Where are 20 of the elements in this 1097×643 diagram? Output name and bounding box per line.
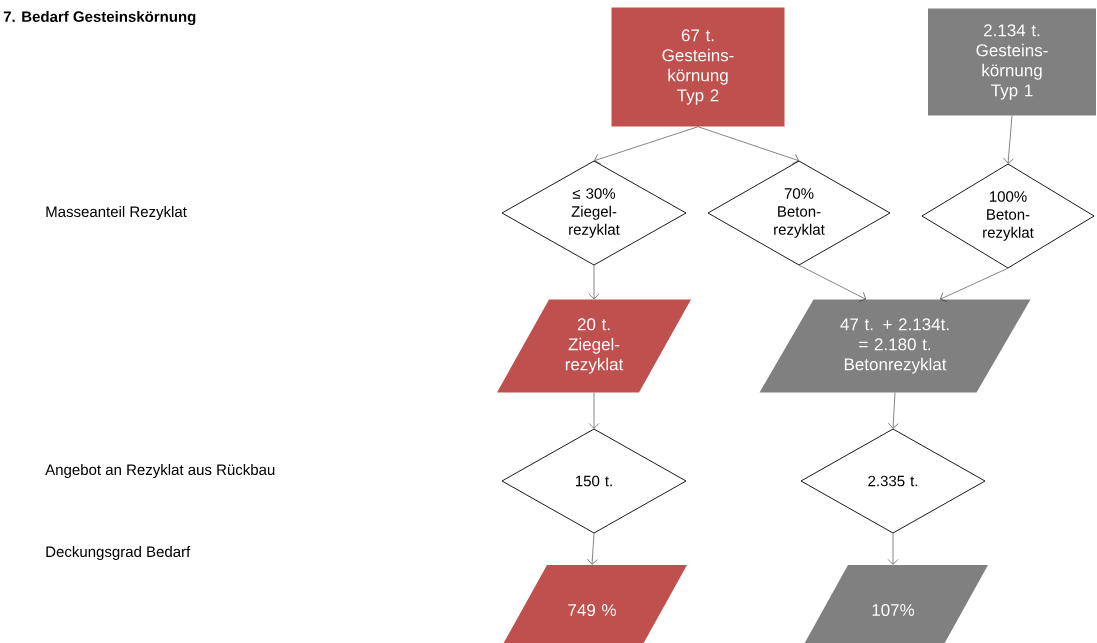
data-parallelogram: 749 % bbox=[497, 565, 687, 643]
process-box: 67 t. Gesteins- körnung Typ 2 bbox=[611, 7, 785, 127]
data-parallelogram: 47 t. + 2.134t. = 2.180 t. Betonrezyklat bbox=[759, 299, 1031, 393]
row-label: Deckungsgrad Bedarf bbox=[46, 546, 191, 560]
data-parallelogram: 20 t. Ziegel- rezyklat bbox=[497, 299, 691, 393]
arrow bbox=[940, 267, 1009, 302]
row-label: Angebot an Rezyklat aus Rückbau bbox=[45, 464, 275, 478]
arrow bbox=[888, 392, 899, 429]
arrow bbox=[887, 532, 899, 565]
arrow bbox=[594, 126, 699, 165]
row-label: Masseanteil Rezyklat bbox=[46, 206, 187, 220]
arrow bbox=[798, 264, 866, 302]
data-parallelogram: 107% bbox=[798, 565, 988, 643]
arrow bbox=[588, 264, 600, 300]
arrow bbox=[1003, 115, 1014, 164]
arrow bbox=[587, 532, 598, 565]
process-box: 2.134 t. Gesteins- körnung Typ 1 bbox=[928, 8, 1096, 116]
arrow bbox=[588, 392, 600, 429]
arrow bbox=[697, 126, 799, 165]
title: 7. Bedarf Gesteinskörnung bbox=[3, 11, 196, 26]
